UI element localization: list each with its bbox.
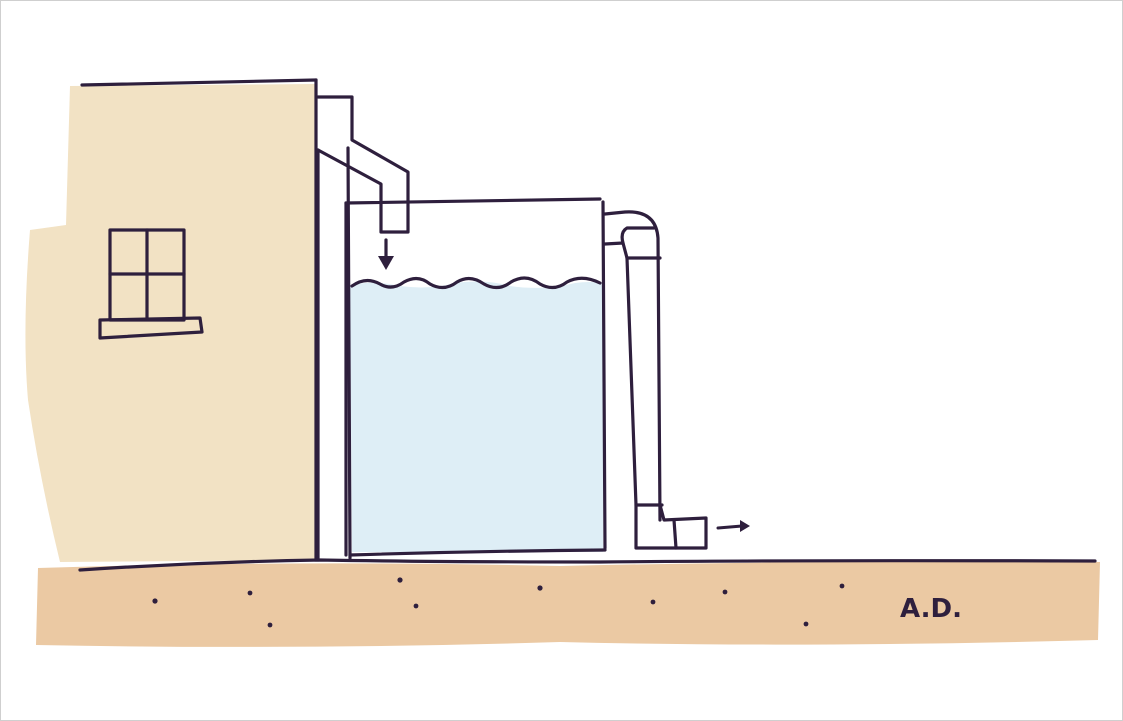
house-wall — [25, 84, 316, 562]
arrow-right-icon — [718, 520, 750, 532]
tank-water — [350, 282, 603, 552]
arrow-down-icon — [378, 256, 394, 270]
house-roof-line — [82, 80, 316, 85]
overflow-pipe — [605, 212, 706, 548]
artist-signature: A.D. — [900, 594, 962, 624]
